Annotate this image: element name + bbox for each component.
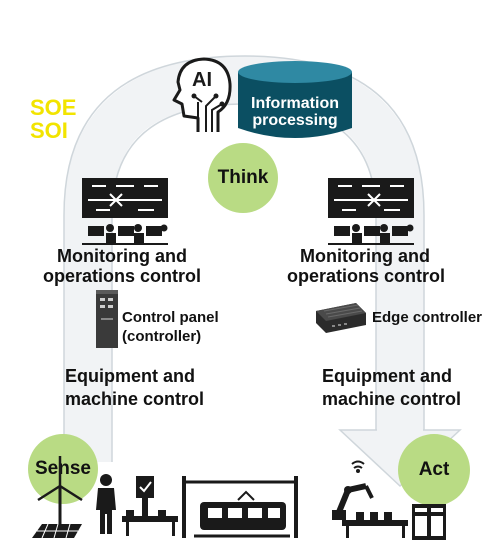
control-panel-line2: (controller) (122, 328, 202, 345)
right-equipment-label: Equipment and machine control (322, 367, 461, 408)
edge-controller-label: Edge controller (372, 309, 483, 326)
act-circle: Act (398, 434, 470, 506)
wind-solar-icon (32, 456, 83, 539)
control-panel-icon (96, 290, 118, 348)
control-panel-line1: Control panel (122, 309, 219, 326)
svg-text:AI: AI (192, 69, 212, 91)
right-monitoring-line1: Monitoring and (300, 246, 430, 266)
monitoring-screen-icon-right (328, 178, 414, 245)
database-label-line2: processing (252, 111, 338, 129)
left-equipment-line2: machine control (65, 389, 205, 409)
right-equipment-line1: Equipment and (322, 366, 452, 386)
server-rack-icon (412, 504, 446, 540)
robot-arm-icon (332, 460, 408, 538)
ai-head-icon: AI (172, 57, 232, 132)
left-monitoring-line1: Monitoring and (57, 246, 187, 266)
soi-text: SOI (30, 118, 68, 144)
right-monitoring-line2: operations control (287, 266, 446, 286)
think-circle: Think (208, 143, 278, 213)
database-icon (238, 61, 352, 138)
soe-text: SOE (30, 95, 77, 120)
database-label-line1: Information (251, 95, 339, 112)
left-equipment-label: Equipment and machine control (65, 367, 204, 408)
think-label: Think (217, 167, 269, 188)
control-panel-label: Control panel (controller) (122, 310, 219, 344)
right-monitoring-label: Monitoring and operations control (287, 246, 445, 285)
left-equipment-line1: Equipment and (65, 366, 195, 386)
train-icon (182, 476, 298, 538)
factory-worker-icon (96, 474, 178, 536)
soe-soi-label: SOE SOI (30, 96, 76, 142)
left-monitoring-line2: operations control (43, 266, 202, 286)
left-monitoring-label: Monitoring and operations control (43, 246, 201, 285)
monitoring-screen-icon-left (82, 178, 168, 245)
act-label: Act (418, 459, 450, 480)
sense-label: Sense (35, 458, 91, 479)
edge-controller-icon (316, 303, 366, 333)
database-label: Information processing (240, 95, 350, 130)
sense-circle: Sense (28, 434, 98, 504)
right-equipment-line2: machine control (322, 389, 462, 409)
